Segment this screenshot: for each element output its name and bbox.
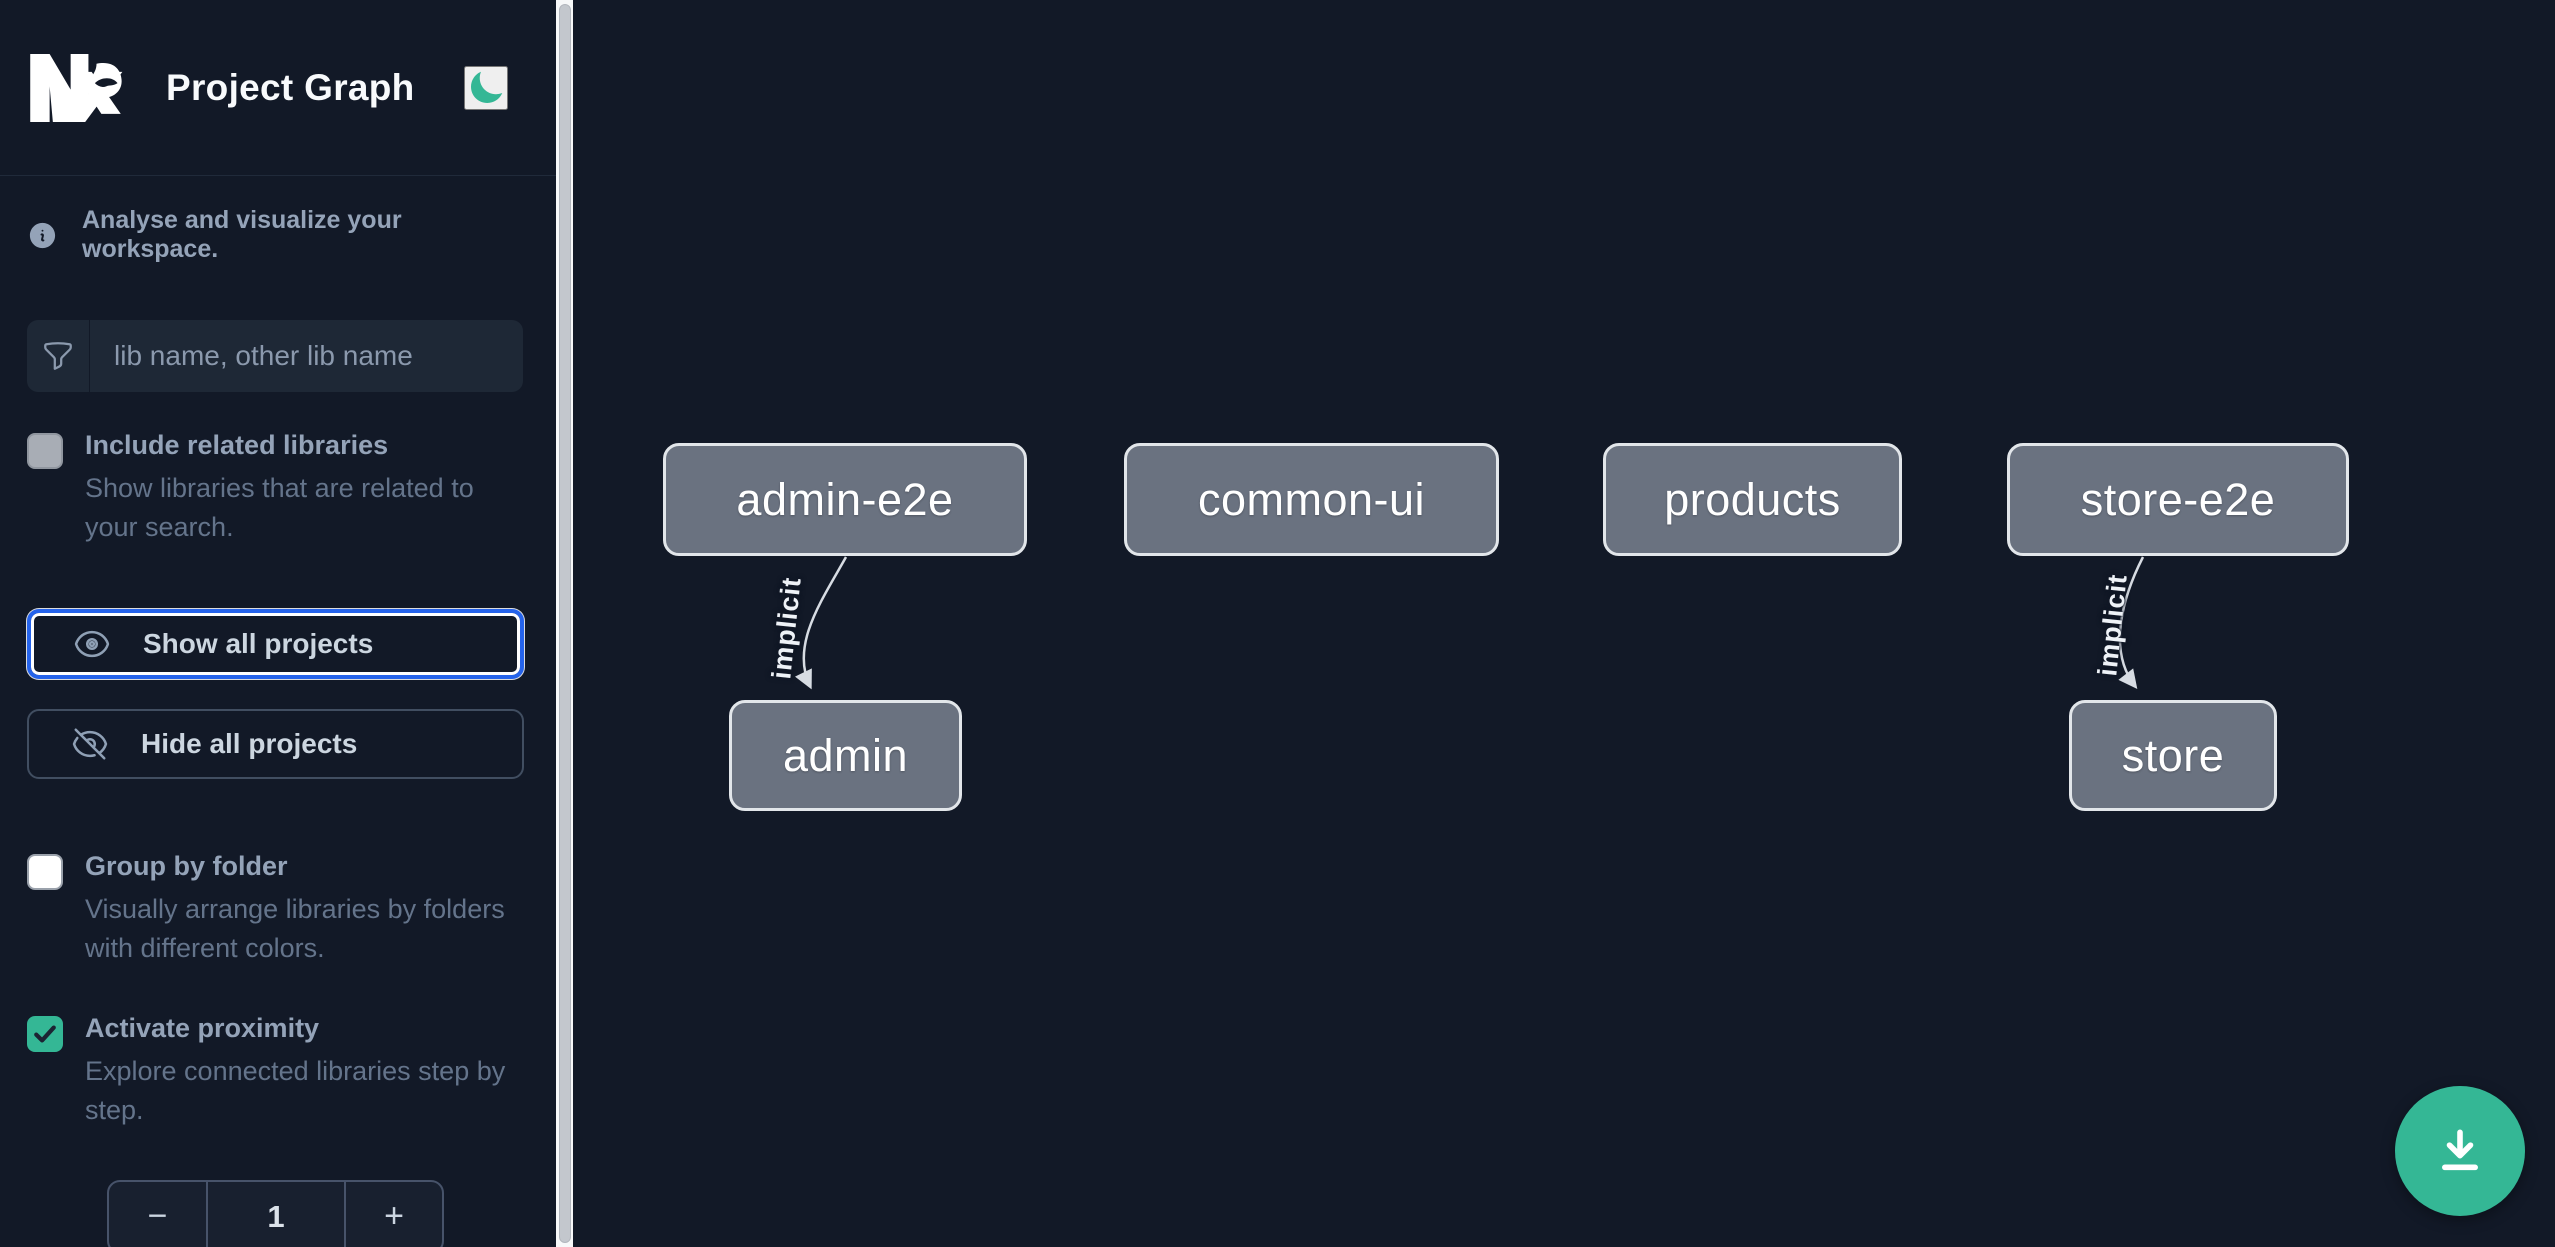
dependency-edges	[795, 556, 2145, 690]
tagline-text: Analyse and visualize your workspace.	[82, 206, 402, 263]
group-by-folder-description: Visually arrange libraries by folders wi…	[85, 894, 505, 964]
project-graph-canvas[interactable]: implicit implicit admin-e2e common-ui pr…	[573, 0, 2555, 1247]
edge-admin-e2e-admin	[795, 556, 848, 690]
page-title: Project Graph	[166, 66, 415, 108]
group-by-folder-label[interactable]: Group by folder	[85, 851, 288, 882]
activate-proximity-checkbox[interactable]	[27, 1015, 63, 1052]
hide-all-projects-button[interactable]: Hide all projects	[27, 709, 524, 780]
edge-store-e2e-store	[2118, 556, 2145, 689]
eye-icon	[74, 631, 110, 658]
project-node-admin[interactable]: admin	[729, 700, 962, 811]
info-icon	[29, 222, 56, 248]
show-all-projects-button[interactable]: Show all projects	[27, 609, 524, 680]
sidebar: Project Graph Analyse and visualize your…	[0, 0, 556, 1247]
group-by-folder-checkbox[interactable]	[27, 854, 63, 891]
check-icon	[34, 1025, 56, 1043]
project-node-common-ui[interactable]: common-ui	[1124, 443, 1499, 556]
download-icon	[2442, 1129, 2478, 1171]
filter-icon-cell	[27, 320, 90, 392]
moon-icon	[471, 71, 503, 103]
show-all-projects-label: Show all projects	[143, 628, 374, 660]
sidebar-scrollbar-track[interactable]	[556, 0, 573, 1247]
eye-off-icon	[72, 728, 108, 760]
include-related-label[interactable]: Include related libraries	[85, 430, 389, 460]
nx-logo	[30, 53, 123, 122]
proximity-value: 1	[206, 1181, 346, 1247]
search-box	[27, 320, 523, 392]
activate-proximity-label[interactable]: Activate proximity	[85, 1012, 320, 1043]
hide-all-projects-label: Hide all projects	[141, 728, 358, 760]
project-node-admin-e2e[interactable]: admin-e2e	[663, 443, 1027, 556]
proximity-stepper: − 1 +	[107, 1179, 444, 1247]
toggle-include-related: Include related libraries Show libraries…	[0, 430, 556, 547]
activate-proximity-description: Explore connected libraries step by step…	[85, 1055, 506, 1125]
theme-toggle-button[interactable]	[464, 65, 508, 110]
include-related-checkbox[interactable]	[27, 433, 63, 469]
project-node-products[interactable]: products	[1603, 443, 1902, 556]
download-graph-button[interactable]	[2395, 1086, 2525, 1216]
proximity-decrement-button[interactable]: −	[109, 1182, 206, 1247]
tagline-row: Analyse and visualize your workspace.	[0, 206, 556, 264]
proximity-increment-button[interactable]: +	[346, 1182, 442, 1247]
include-related-description: Show libraries that are related to your …	[85, 473, 474, 543]
toggle-activate-proximity: Activate proximity Explore connected lib…	[0, 1013, 556, 1130]
project-node-store-e2e[interactable]: store-e2e	[2007, 443, 2349, 556]
toggle-group-by-folder: Group by folder Visually arrange librari…	[0, 851, 556, 968]
search-input[interactable]	[90, 320, 523, 392]
sidebar-header: Project Graph	[0, 0, 556, 176]
project-node-store[interactable]: store	[2069, 700, 2277, 811]
sidebar-scrollbar-thumb[interactable]	[558, 4, 571, 1243]
funnel-icon	[44, 342, 72, 370]
